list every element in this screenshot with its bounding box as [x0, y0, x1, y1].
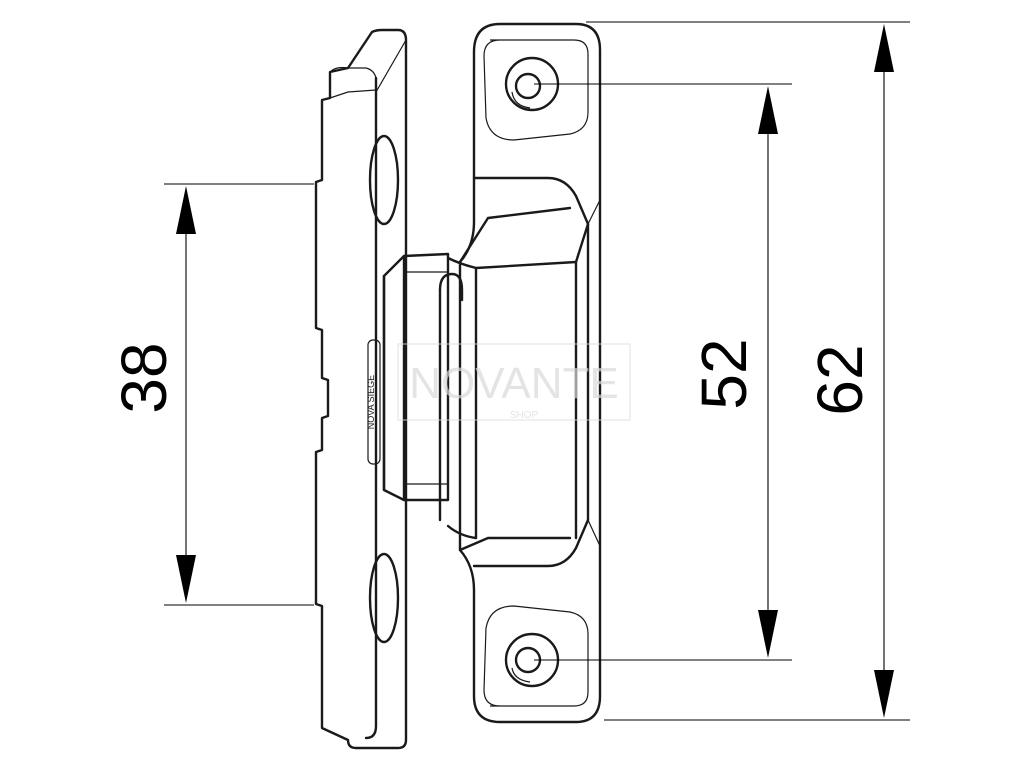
engraved-logo-mark [367, 339, 381, 465]
dimension-62: 62 [586, 21, 910, 721]
dimension-62-arrow-top [874, 24, 894, 72]
guide-block [382, 252, 464, 522]
back-plate: NOVA SIEGE [314, 28, 408, 750]
watermark: NOVANTE SHOP [397, 343, 631, 421]
svg-text:NOVA SIEGE: NOVA SIEGE [366, 375, 376, 429]
dimension-38: 38 [108, 183, 314, 606]
watermark-text: NOVANTE [409, 359, 618, 408]
dimension-38-arrow-top [176, 186, 196, 234]
watermark-subtext: SHOP [510, 410, 539, 421]
lower-slot-hole [368, 552, 400, 644]
dimension-62-arrow-bottom [874, 670, 894, 718]
dimension-52-arrow-top [758, 86, 778, 134]
dimension-38-label: 38 [108, 342, 180, 413]
dimension-62-label: 62 [804, 344, 876, 415]
dimension-38-arrow-bottom [176, 555, 196, 603]
dimension-52-arrow-bottom [758, 610, 778, 658]
dimension-52-label: 52 [688, 338, 760, 409]
dimension-52: 52 [534, 83, 792, 661]
upper-slot-hole [368, 134, 400, 226]
